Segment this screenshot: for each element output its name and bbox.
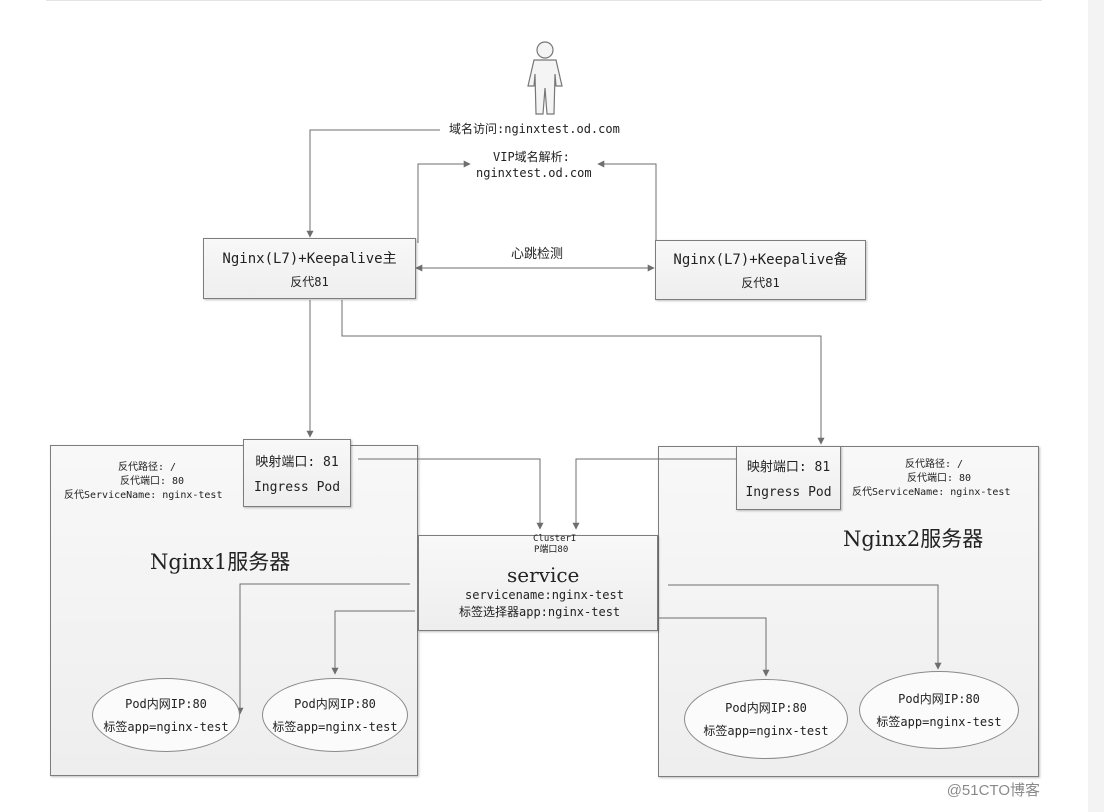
top-divider [46,0,1042,1]
server2-pod-1-label: 标签app=nginx-test [703,724,829,738]
server2-note-path: 反代路径: / [905,459,964,470]
server2-pod-1: Pod内网IP:80 标签app=nginx-test [684,679,848,759]
server1-ingress-pod: 映射端口: 81 Ingress Pod [243,439,351,507]
server1-ingress-port: 映射端口: 81 [255,455,339,470]
server1-note-path: 反代路径: / [118,462,177,473]
server2-pod-1-ip: Pod内网IP:80 [725,701,807,715]
watermark-label: @51CTO博客 [946,782,1040,799]
user-icon [527,41,563,115]
main-to-vip-arrow [417,160,471,243]
service-to-pod1-arrow [236,583,410,715]
server2-pod-2-label: 标签app=nginx-test [876,715,1002,729]
vip-resolve-line1: VIP域名解析: [493,150,570,164]
ingress1-to-service-arrow [358,458,544,530]
user-to-main-arrow [306,129,440,238]
service-to-pod3-arrow [658,617,770,677]
nginx-backup-title: Nginx(L7)+Keepalive备 [673,252,848,268]
server1-pod-2-ip: Pod内网IP:80 [294,697,376,711]
service-name: servicename:nginx-test [465,588,624,602]
server1-ingress-label: Ingress Pod [253,480,341,495]
main-to-ingress2-arrow [341,300,825,445]
server2-ingress-pod: 映射端口: 81 Ingress Pod [736,446,841,510]
service-cluster-line2: P端口80 [534,545,569,555]
server2-ingress-label: Ingress Pod [745,485,832,500]
service-to-pod2-arrow [331,610,415,675]
right-scroll-area[interactable] [1088,0,1104,812]
server1-pod-1-label: 标签app=nginx-test [103,720,229,734]
service-cluster-line1: ClusterI [533,534,577,544]
nginx-main-box: Nginx(L7)+Keepalive主 反代81 [203,238,416,299]
service-title: service [507,563,580,587]
server1-pod-1-ip: Pod内网IP:80 [125,697,207,711]
server1-note-port: 反代端口: 80 [120,476,185,487]
server2-pod-2-ip: Pod内网IP:80 [898,692,980,706]
server1-title: Nginx1服务器 [150,550,291,574]
server1-pod-2: Pod内网IP:80 标签app=nginx-test [262,678,408,752]
nginx-main-subtitle: 反代81 [290,274,329,289]
ingress2-to-service-arrow [572,458,736,530]
user-access-label: 域名访问:nginxtest.od.com [449,122,620,136]
backup-to-vip-arrow [597,160,657,240]
heartbeat-label: 心跳检测 [511,247,564,262]
server2-note-servicename: 反代ServiceName: nginx-test [852,487,1011,498]
server2-title: Nginx2服务器 [843,527,984,551]
server2-pod-2: Pod内网IP:80 标签app=nginx-test [859,671,1019,749]
server1-note-servicename: 反代ServiceName: nginx-test [64,490,223,501]
service-selector: 标签选择器app:nginx-test [459,605,621,619]
nginx-main-title: Nginx(L7)+Keepalive主 [222,250,397,267]
server2-ingress-port: 映射端口: 81 [746,460,831,475]
service-box [418,535,658,631]
nginx-backup-subtitle: 反代81 [741,276,780,290]
server1-pod-2-label: 标签app=nginx-test [272,720,398,734]
service-to-pod4-arrow [668,584,942,670]
nginx-backup-box: Nginx(L7)+Keepalive备 反代81 [655,240,866,300]
vip-resolve-line2: nginxtest.od.com [476,166,592,180]
server1-pod-1: Pod内网IP:80 标签app=nginx-test [92,678,240,752]
server2-note-port: 反代端口: 80 [907,473,972,484]
